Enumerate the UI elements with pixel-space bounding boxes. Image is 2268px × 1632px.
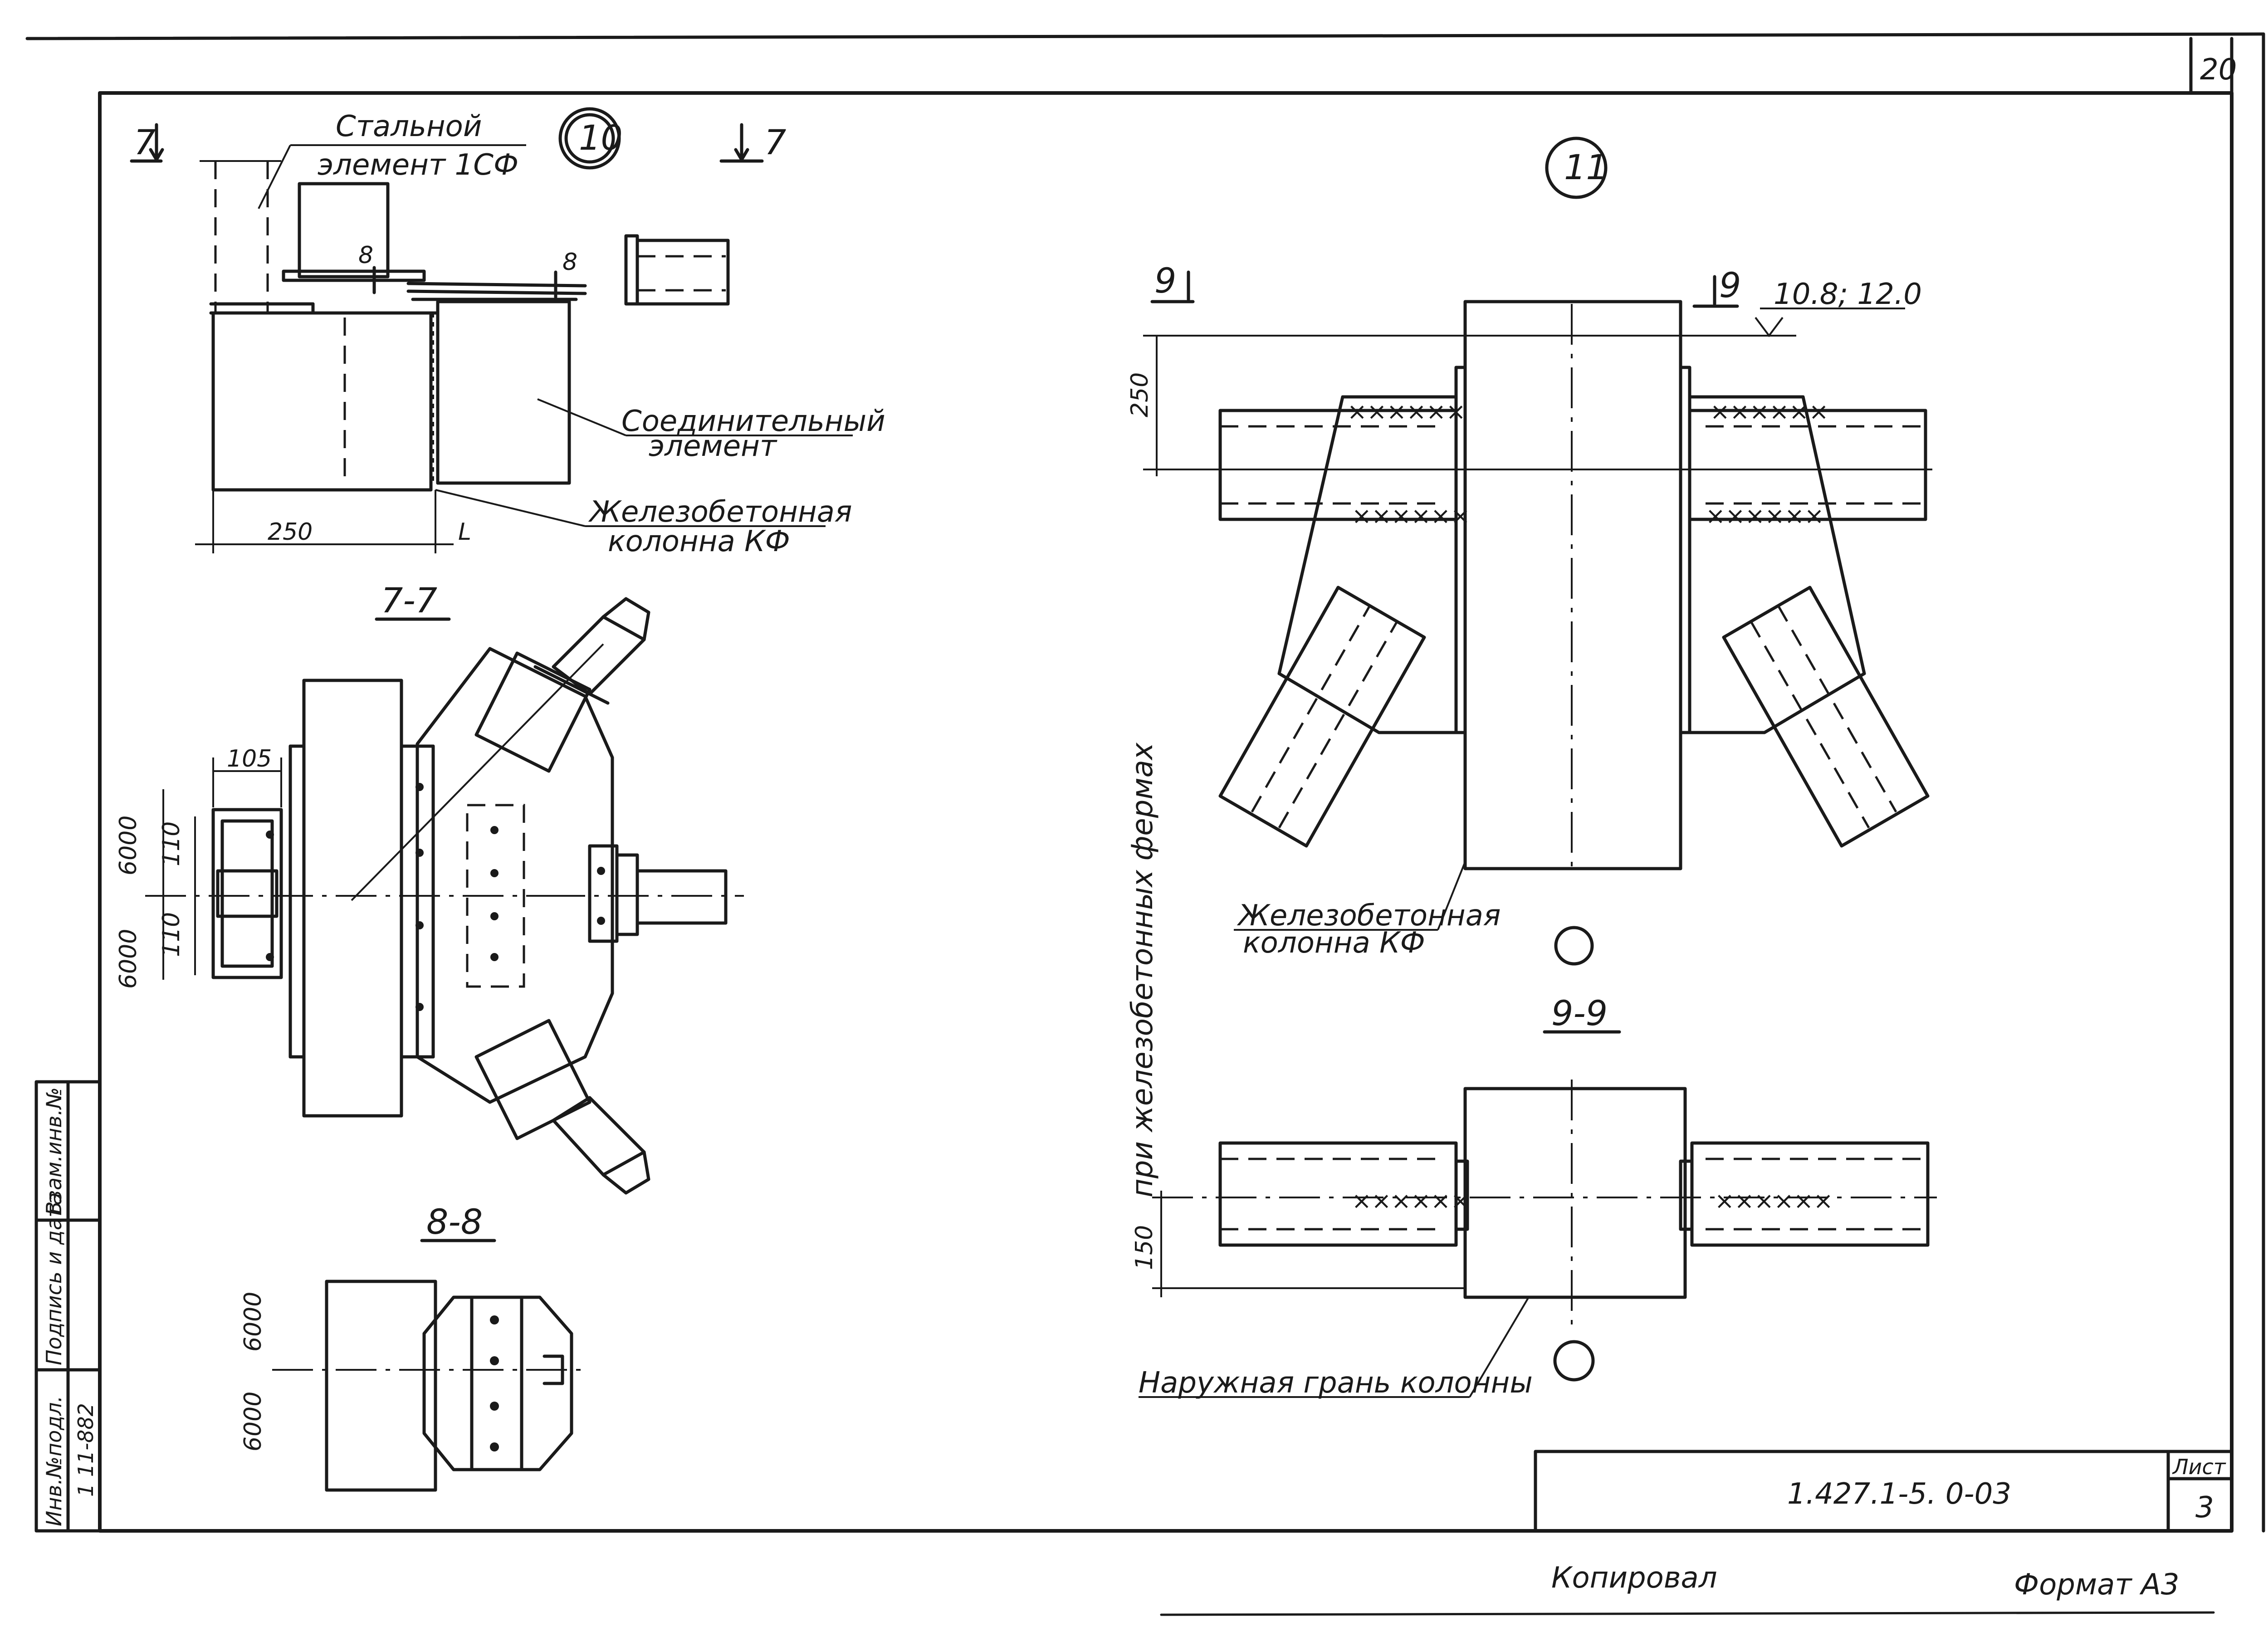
doc-code: 1.427.1-5. 0-03 [1787, 1477, 2011, 1511]
node-11-marker: 11 [1564, 147, 1608, 187]
dim-250-node11: 250 [1126, 372, 1154, 417]
vertical-note: при железобетонных фермах [1126, 742, 1159, 1197]
section-9-mark-left: 9 [1154, 260, 1176, 301]
sheet-number: 3 [2195, 1491, 2214, 1525]
section-8-8-title: 8-8 [426, 1202, 483, 1242]
dim-6000-upper: 6000 [115, 816, 142, 875]
section-9-mark-right: 9 [1719, 265, 1741, 305]
section-7-mark-right: 7 [764, 122, 786, 162]
label-rc-column-1: Железобетонная [588, 495, 852, 529]
svg-text:××××××: ×××××× [1347, 398, 1466, 425]
sheet-frame [25, 32, 2265, 1616]
sheet-label: Лист [2172, 1455, 2226, 1479]
label-connecting-2: элемент [649, 430, 777, 463]
svg-text:××××××: ×××××× [1706, 503, 1824, 530]
stamp-inv-orig: Инв.№подл. [42, 1396, 66, 1526]
node-10-marker: 10 [579, 117, 623, 158]
label-rc-column-node11-2: колонна КФ [1243, 926, 1425, 960]
dim-250-node10: 250 [268, 518, 313, 546]
mark-8-right: 8 [562, 249, 577, 276]
section-7-7-title: 7-7 [381, 580, 437, 621]
section-7-7-drawing [145, 597, 744, 1195]
section-9-9-title: 9-9 [1551, 993, 1608, 1033]
stamp-sign-date: Подпись и дата [42, 1192, 66, 1365]
dim-6000-8-8-upper: 6000 [240, 1292, 267, 1352]
format-label: Формат А3 [2014, 1568, 2180, 1602]
mark-8-left: 8 [358, 242, 373, 269]
label-rc-column-2: колонна КФ [608, 525, 790, 558]
svg-text:××××××: ×××××× [1715, 1187, 1833, 1215]
dim-L-node10: L [458, 518, 471, 546]
label-outer-face: Наружная грань колонны [1139, 1366, 1533, 1400]
dim-150: 150 [1131, 1225, 1158, 1270]
label-steel-element-1: Стальной [336, 110, 482, 143]
side-stamp [34, 1080, 102, 1533]
section-8-8-drawing [272, 1239, 585, 1492]
dim-6000-8-8-lower: 6000 [240, 1392, 267, 1451]
section-7-mark-left: 7 [134, 122, 156, 162]
svg-text:××××××: ×××××× [1710, 398, 1828, 425]
dim-110-lower: 110 [158, 912, 185, 957]
dim-110-upper: 110 [158, 821, 185, 866]
copied-by-label: Копировал [1551, 1561, 1717, 1595]
label-connecting-1: Соединительный [621, 405, 885, 438]
dim-6000-lower: 6000 [115, 929, 142, 989]
label-steel-element-2: элемент 1СФ [318, 148, 518, 182]
label-rc-column-node11-1: Железобетонная [1237, 899, 1501, 933]
elevation-label: 10.8; 12.0 [1774, 278, 1922, 311]
stamp-inv-number: 1 11-882 [73, 1403, 98, 1497]
title-block [1534, 1450, 2234, 1533]
stamp-replaces-inv: Взам.инв.№ [42, 1087, 66, 1216]
node-11-drawing: ×××××× ×××××× ×××××× ×××××× [1143, 137, 1932, 966]
dim-105: 105 [227, 745, 272, 772]
node-10-drawing [130, 107, 853, 553]
svg-text:××××××: ×××××× [1352, 503, 1470, 530]
section-9-9-drawing: ×××××× ×××××× [1139, 1030, 1937, 1398]
corner-page-number: 20 [2200, 53, 2237, 87]
svg-text:××××××: ×××××× [1352, 1187, 1470, 1215]
